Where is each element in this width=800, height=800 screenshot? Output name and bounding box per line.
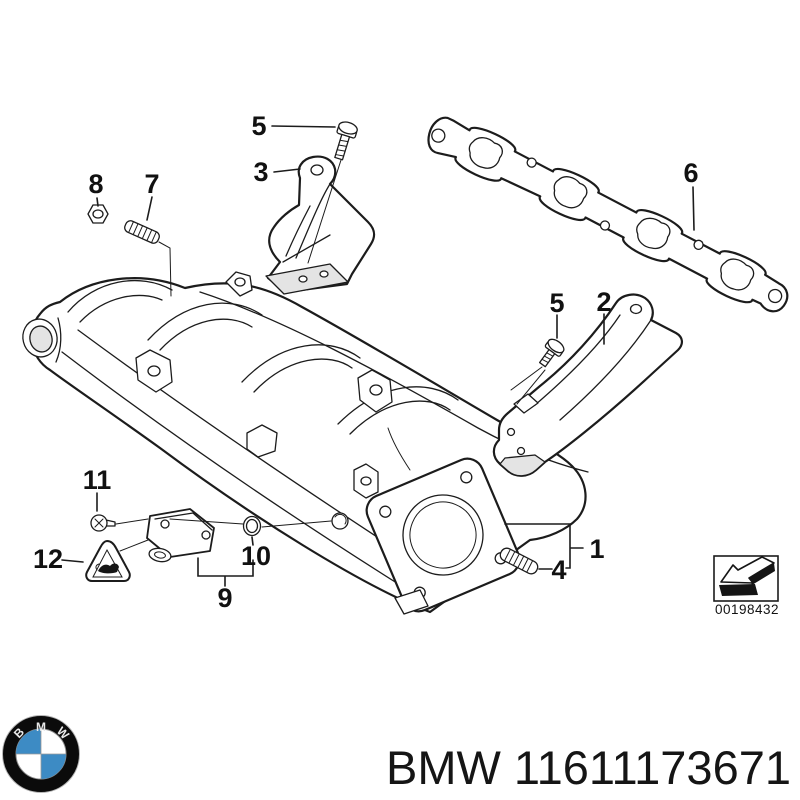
callout-11: 11: [83, 465, 112, 495]
callout-labels: 1 2 3 4 5 5 6 7 8 9 10 11 12: [33, 111, 699, 613]
hex-nut: [87, 204, 109, 224]
sensor-connector: [148, 547, 172, 563]
bmw-logo: B M W: [2, 715, 80, 793]
callout-7: 7: [144, 169, 159, 199]
oring-to-port-line: [261, 520, 332, 528]
callout-2: 2: [596, 287, 611, 317]
o-ring-drawing: [242, 515, 262, 537]
hex-bolt-front: [334, 121, 358, 161]
sensor-assembly-drawing: [146, 508, 215, 563]
bolt-front-axis-line: [307, 159, 342, 264]
callout-3: 3: [253, 157, 268, 187]
callout-1: 1: [589, 534, 604, 564]
bolt-rear-axis-line-b: [516, 369, 546, 405]
bmw-quadrant-top-left: [16, 729, 41, 754]
hex-bolt-rear: [538, 338, 565, 368]
stud-throttle: [499, 547, 539, 575]
ref-code-text: 00198432: [715, 602, 779, 617]
leader-9-bracket: [197, 557, 254, 587]
runner-arches: [67, 279, 459, 435]
gasket-drawing: [427, 116, 789, 313]
gasket-bolt-holes: [431, 128, 783, 304]
triangle-to-connector-line: [119, 539, 149, 552]
sensor-to-oring-line: [169, 518, 244, 525]
footer: B M W BMW 11611173671: [2, 715, 791, 794]
leader-5a: [271, 125, 336, 128]
callout-10: 10: [241, 541, 271, 571]
warning-triangle-drawing: [85, 540, 131, 582]
throttle-flange: [365, 457, 521, 613]
leader-7: [146, 196, 153, 221]
callout-5-rear: 5: [549, 288, 564, 318]
rear-bracket-drawing: [492, 293, 683, 477]
callout-4: 4: [551, 555, 566, 585]
leader-6: [692, 186, 695, 231]
page-turn-arrow-icon: [719, 556, 775, 596]
gasket-ports: [468, 137, 755, 291]
bolt-rear-axis-line-a: [510, 366, 543, 391]
callout-5-front: 5: [251, 111, 266, 141]
screw-to-sensor-line: [115, 518, 149, 525]
stud-front: [124, 220, 160, 244]
front-bracket-drawing: [265, 155, 376, 295]
intake-manifold-drawing: [22, 271, 589, 615]
callout-leaders: [61, 125, 695, 587]
leader-8: [96, 197, 99, 207]
screw-drawing: [90, 514, 116, 532]
callout-9: 9: [217, 583, 232, 613]
callout-12: 12: [33, 544, 63, 574]
gasket-outline: [427, 116, 789, 313]
plenum-opening-inner: [29, 325, 53, 353]
callout-8: 8: [88, 169, 103, 199]
ref-code-box: 00198432: [713, 555, 779, 617]
callout-6: 6: [683, 158, 698, 188]
part-number-text: BMW 11611173671: [386, 741, 791, 794]
stud-front-axis-line: [158, 241, 172, 297]
flange-foot: [394, 589, 429, 615]
leader-1-bracket: [504, 523, 584, 569]
bmw-letter-m: M: [36, 720, 46, 734]
plenum-contour: [61, 351, 401, 586]
leader-3: [273, 168, 301, 173]
sensor-port-hole: [331, 512, 349, 530]
rear-bracket-base-face: [499, 454, 546, 477]
leader-10: [251, 536, 254, 546]
warning-symbol: [98, 563, 119, 574]
bmw-quadrant-bottom-right: [41, 754, 66, 779]
leader-12: [61, 559, 84, 563]
